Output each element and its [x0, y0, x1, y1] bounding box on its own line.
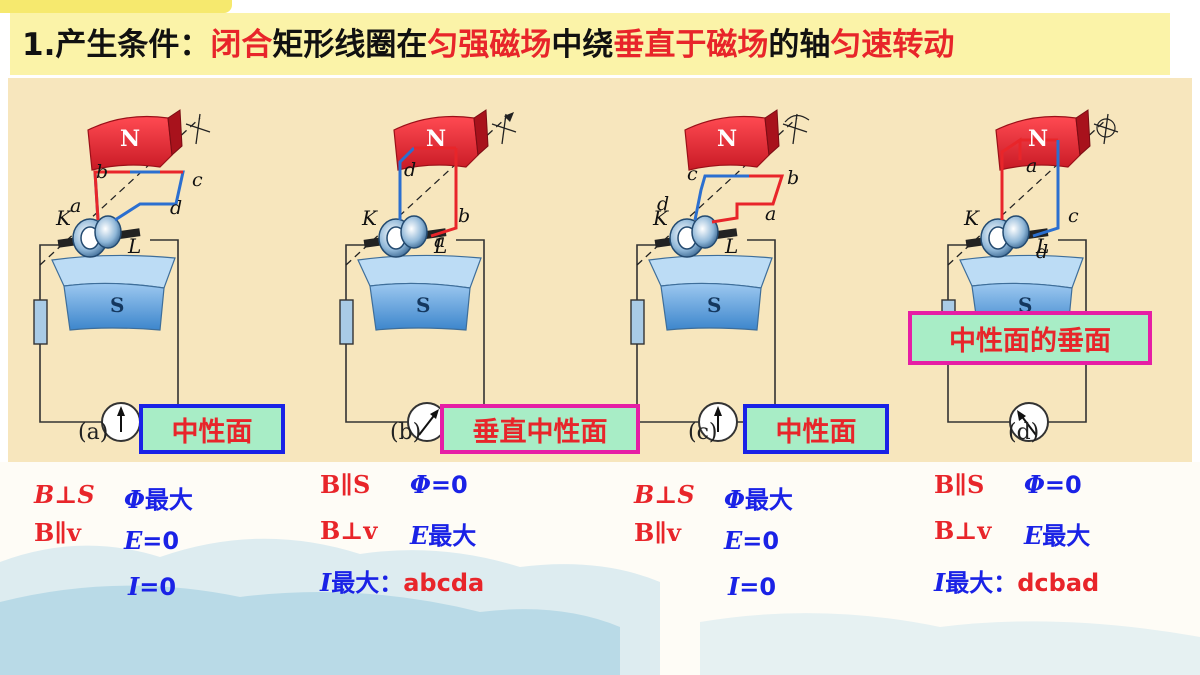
title-seg-axis: 的轴 — [768, 27, 831, 63]
title-bar — [10, 13, 1170, 75]
panel-a-magnet-s-label: S — [110, 293, 124, 317]
label-neutral-plane-a: 中性面 — [139, 404, 285, 454]
panel-b-magnet-n-label: N — [426, 126, 446, 152]
cond-c-flux-max: Φ最大 — [724, 485, 793, 514]
cond-a-emf-zero: E=0 — [124, 526, 180, 555]
panel-b-coil-letter: d — [404, 159, 416, 181]
panel-c — [630, 109, 810, 442]
panel-d-coil-letter: c — [1068, 205, 1079, 227]
panel-b-brush-k-label: K — [361, 206, 378, 230]
panel-b-brush-l-label: L — [433, 234, 447, 258]
cond-b-emf-max: E最大 — [410, 521, 477, 550]
slide-title: 1.产生条件：闭合矩形线圈在匀强磁场中绕垂直于磁场的轴匀速转动 — [22, 19, 954, 64]
label-perpendicular-neutral-b: 垂直中性面 — [440, 404, 640, 454]
cond-d-emf-max: E最大 — [1024, 521, 1091, 550]
title-seg-field: 匀强磁场 — [427, 27, 552, 63]
panel-d-magnet-n-label: N — [1028, 126, 1048, 152]
panel-c-brush-l-label: L — [724, 234, 738, 258]
panel-d-coil-letter: d — [1036, 241, 1048, 263]
panel-d-brush-k-label: K — [963, 206, 980, 230]
cond-a-b-perp-s: B⊥S — [34, 480, 95, 509]
panel-c-coil-letter: d — [657, 193, 669, 215]
panel-d-brush-l-label: L — [1035, 234, 1049, 258]
label-neutral-plane-c: 中性面 — [743, 404, 889, 454]
cond-b-b-perp-v: B⊥v — [320, 516, 378, 545]
panel-c-coil-letter: a — [765, 203, 776, 225]
title-seg-around: 中绕 — [551, 27, 614, 63]
label-neutral-normal-d: 中性面的垂面 — [908, 311, 1152, 365]
mountain-watermark — [0, 538, 1200, 675]
panel-d-caption: (d) — [1008, 420, 1040, 445]
panel-b-magnet-s-label: S — [416, 293, 430, 317]
panel-c-caption: (c) — [688, 420, 718, 445]
cond-a-b-parallel-v: B∥v — [34, 518, 81, 547]
panel-a-coil-letter: b — [96, 161, 108, 183]
cond-b-b-parallel-s: B∥S — [320, 470, 371, 499]
cond-d-flux-zero: Φ=0 — [1024, 470, 1082, 499]
panel-c-coil-letter: c — [687, 163, 698, 185]
panel-b-coil-letter: a — [434, 230, 445, 252]
panel-d — [941, 109, 1119, 442]
cond-a-current-zero: I=0 — [128, 572, 177, 601]
title-seg-uniform-rotation: 匀速转动 — [830, 27, 955, 63]
title-seg-perpendicular: 垂直于磁场 — [613, 27, 769, 63]
panel-d-coil-letter: a — [1026, 155, 1037, 177]
cond-c-b-parallel-v: B∥v — [634, 518, 681, 547]
panel-c-coil-letter: b — [787, 167, 799, 189]
panel-c-magnet-s-label: S — [707, 293, 721, 317]
panel-b-coil-letter: b — [458, 205, 470, 227]
panel-a-brush-k-label: K — [55, 206, 72, 230]
cond-b-flux-zero: Φ=0 — [410, 470, 468, 499]
panel-a — [33, 109, 211, 442]
panel-a-coil-letter: d — [170, 197, 182, 219]
cond-d-current-max: I最大：dcbad — [934, 568, 1100, 597]
cond-d-b-parallel-s: B∥S — [934, 470, 985, 499]
title-seg-closed: 闭合 — [210, 27, 273, 63]
panel-c-brush-k-label: K — [652, 206, 669, 230]
conditions-background — [0, 462, 1200, 675]
title-prefix: 1.产生条件： — [22, 27, 211, 63]
panel-b-caption: (b) — [390, 420, 422, 445]
panel-a-coil-letter: c — [192, 169, 203, 191]
cond-b-current-max: I最大：abcda — [320, 568, 485, 597]
cond-d-b-perp-v: B⊥v — [934, 516, 992, 545]
title-seg-coil: 矩形线圈在 — [272, 27, 428, 63]
top-accent-bar — [0, 0, 232, 13]
panel-c-magnet-n-label: N — [717, 126, 737, 152]
panel-b — [339, 109, 517, 442]
panel-a-coil-letter: a — [70, 195, 81, 217]
cond-c-b-perp-s: B⊥S — [634, 480, 695, 509]
panel-a-brush-l-label: L — [127, 234, 141, 258]
cond-a-flux-max: Φ最大 — [124, 485, 193, 514]
panel-a-caption: (a) — [78, 420, 109, 445]
cond-c-emf-zero: E=0 — [724, 526, 780, 555]
panel-a-magnet-n-label: N — [120, 126, 140, 152]
cond-c-current-zero: I=0 — [728, 572, 777, 601]
